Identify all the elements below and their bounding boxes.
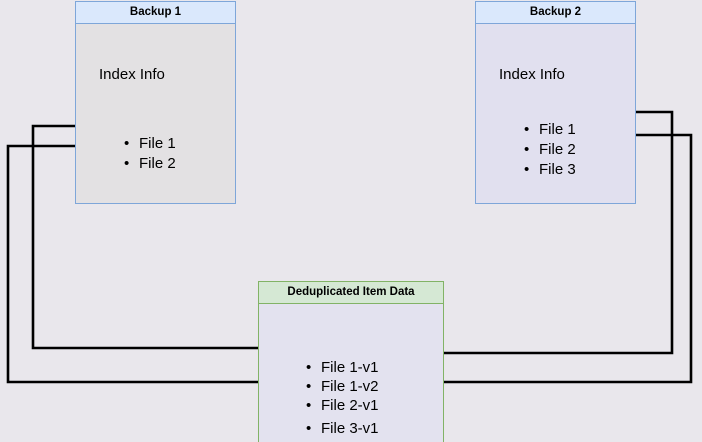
backup-2-body: Index Info File 1 File 2 File 3 xyxy=(476,24,635,203)
backup-1-file-list: File 1 File 2 xyxy=(124,134,176,174)
dedup-file-list: File 1-v1 File 1-v2 File 2-v1 File 3-v1 xyxy=(306,358,379,438)
backup-2-header: Backup 2 xyxy=(476,2,635,24)
backup-2-index-info-label: Index Info xyxy=(499,66,565,83)
list-item: File 1 xyxy=(124,134,176,154)
node-backup-2[interactable]: Backup 2 Index Info File 1 File 2 File 3 xyxy=(475,1,636,204)
backup-1-header: Backup 1 xyxy=(76,2,235,24)
list-item: File 3-v1 xyxy=(306,419,379,438)
list-item: File 1 xyxy=(524,120,576,140)
backup-1-body: Index Info File 1 File 2 xyxy=(76,24,235,203)
list-item: File 2 xyxy=(124,154,176,174)
dedup-header: Deduplicated Item Data xyxy=(259,282,443,304)
dedup-body: File 1-v1 File 1-v2 File 2-v1 File 3-v1 xyxy=(259,304,443,442)
node-backup-1[interactable]: Backup 1 Index Info File 1 File 2 xyxy=(75,1,236,204)
backup-1-index-info-label: Index Info xyxy=(99,66,165,83)
list-item: File 2 xyxy=(524,140,576,160)
list-item: File 2-v1 xyxy=(306,396,379,415)
node-deduplicated-item-data[interactable]: Deduplicated Item Data File 1-v1 File 1-… xyxy=(258,281,444,442)
list-item: File 3 xyxy=(524,160,576,180)
backup-2-file-list: File 1 File 2 File 3 xyxy=(524,120,576,180)
list-item: File 1-v2 xyxy=(306,377,379,396)
list-item: File 1-v1 xyxy=(306,358,379,377)
